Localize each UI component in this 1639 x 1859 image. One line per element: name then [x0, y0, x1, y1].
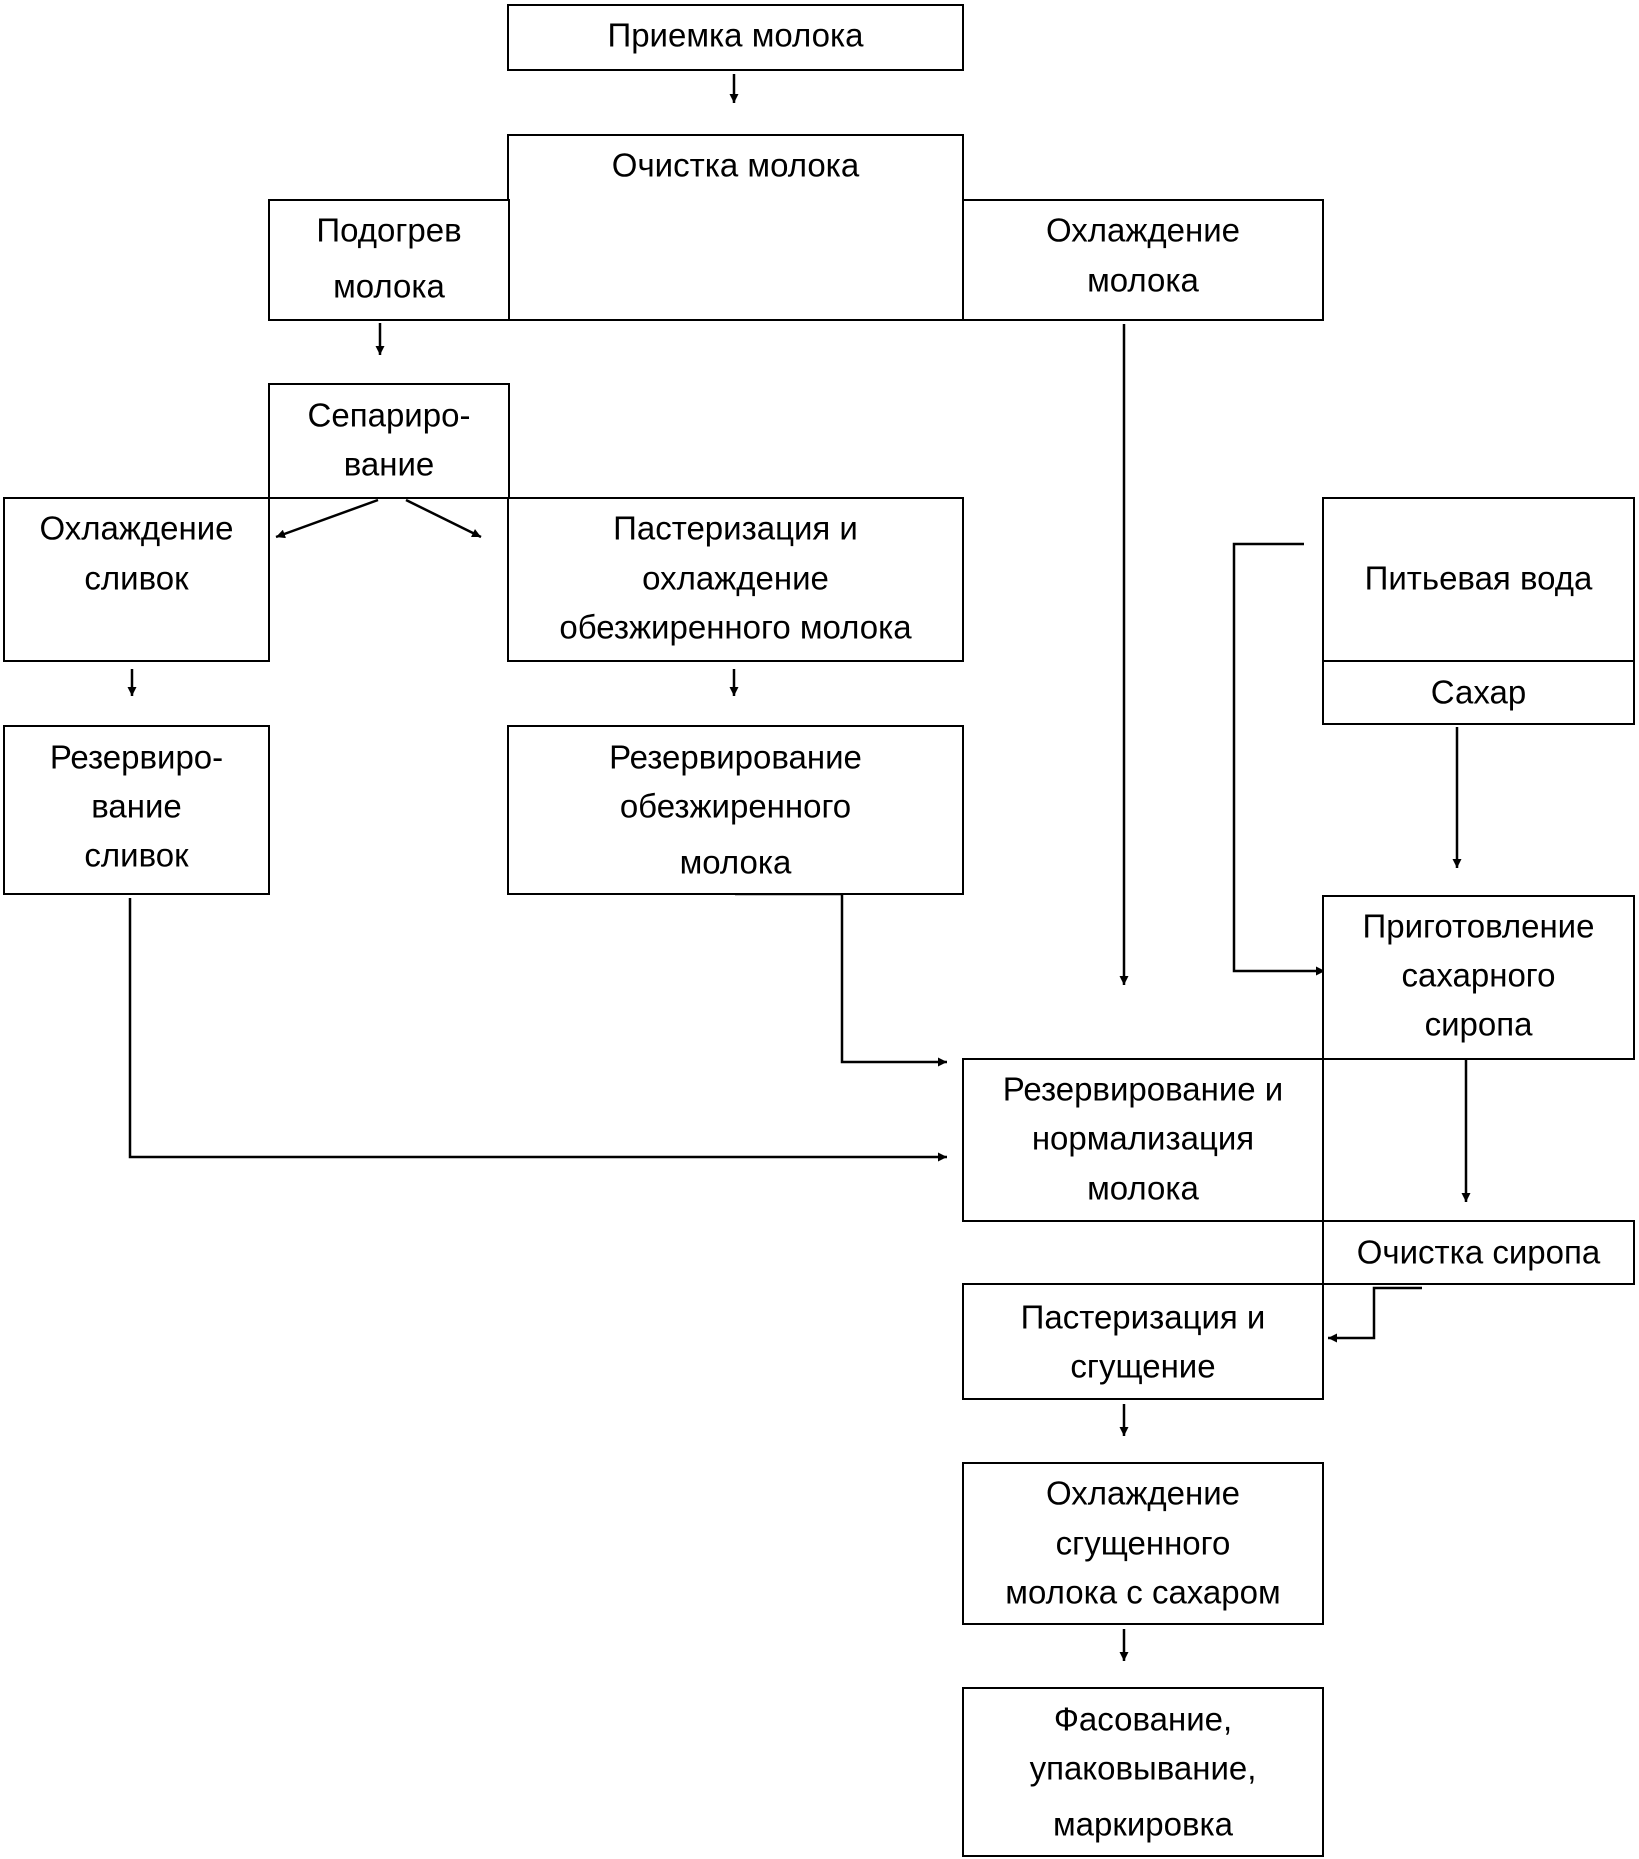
step-skim-storage: Резервирование обезжиренного молока: [507, 725, 964, 895]
step-box: [962, 1462, 1324, 1625]
step-label-line: Фасование,: [1054, 1701, 1232, 1738]
step-label-line: упаковывание,: [1030, 1750, 1257, 1787]
step-label-line: молока: [1087, 1170, 1199, 1207]
step-label-line: Охлаждение: [1046, 212, 1240, 249]
step-box: [268, 199, 510, 321]
step-milk-reception: Приемка молока: [507, 4, 964, 71]
step-milk-cooling: Охлаждение молока: [962, 199, 1324, 321]
step-label-line: вание: [344, 446, 435, 483]
step-label-line: Резервиро-: [50, 739, 223, 776]
step-label-line: охлаждение: [642, 560, 829, 597]
step-cream-cooling: Охлаждение сливок: [3, 497, 270, 662]
arrow-separation-to-skim-pasteurization: [405, 498, 482, 539]
arrow-syrup-cleaning-to-pasteurization: [1328, 1286, 1422, 1343]
step-box: [3, 725, 270, 895]
step-label-line: сгущение: [1070, 1348, 1215, 1385]
step-label-line: обезжиренного: [620, 788, 851, 825]
step-box: [962, 1058, 1324, 1222]
step-box: [1322, 497, 1635, 662]
step-label-line: молока: [333, 268, 445, 305]
step-cream-storage: Резервиро-вание сливок: [3, 725, 270, 895]
step-label-line: молока с сахаром: [1005, 1574, 1280, 1611]
step-box: [1322, 660, 1635, 725]
step-box: [1322, 895, 1635, 1060]
step-syrup-cleaning: Очистка сиропа: [1322, 1220, 1635, 1285]
step-box: [507, 725, 964, 895]
step-milk-cleaning: Очистка молока: [507, 134, 964, 321]
step-label-line: сливок: [84, 560, 189, 597]
step-label-line: Резервирование и: [1003, 1071, 1283, 1108]
step-syrup-preparation: Приготовление сахарного сиропа: [1322, 895, 1635, 1060]
step-skim-pasteurization: Пастеризация и охлаждение обезжиренного мо…: [507, 497, 964, 662]
step-box: [962, 1687, 1324, 1857]
step-box: [268, 383, 510, 499]
step-label-line: вание: [91, 788, 182, 825]
step-sugar: Сахар: [1322, 660, 1635, 725]
step-separation: Сепариро-вание: [268, 383, 510, 499]
step-label-line: обезжиренного молока: [559, 609, 912, 646]
step-label-line: Приготовление: [1363, 908, 1595, 945]
step-label-line: сливок: [84, 837, 189, 874]
step-label-line: нормализация: [1032, 1120, 1254, 1157]
step-label-line: Подогрев: [316, 212, 461, 249]
step-label-line: Пастеризация и: [613, 510, 858, 547]
step-label-line: Пастеризация и: [1021, 1299, 1266, 1336]
step-label-line: Приемка молока: [607, 17, 864, 54]
step-drinking-water: Питьевая вода: [1322, 497, 1635, 662]
step-box: [507, 4, 964, 71]
step-label-line: молока: [680, 844, 792, 881]
step-label-line: Охлаждение: [1046, 1475, 1240, 1512]
step-box: [507, 497, 964, 662]
step-label-line: Резервирование: [609, 739, 862, 776]
step-storage-normalization: Резервирование и нормализация молока: [962, 1058, 1324, 1222]
step-packaging: Фасование, упаковывание, маркировка: [962, 1687, 1324, 1857]
step-label-line: Сахар: [1431, 674, 1526, 711]
arrow-water-to-syrup: [1232, 542, 1325, 976]
arrow-skim-storage-to-normalization: [735, 892, 947, 1067]
step-condensed-cooling: Охлаждение сгущенного молока с сахаром: [962, 1462, 1324, 1625]
step-label-line: Питьевая вода: [1365, 560, 1593, 597]
step-label-line: молока: [1087, 262, 1199, 299]
step-label-line: сгущенного: [1056, 1525, 1231, 1562]
step-pasteurization-condensing: Пастеризация и сгущение: [962, 1283, 1324, 1400]
step-label-line: сахарного: [1402, 957, 1556, 994]
step-milk-heating: Подогрев молока: [268, 199, 510, 321]
step-box: [3, 497, 270, 662]
step-box: [962, 199, 1324, 321]
arrow-cream-storage-to-normalization: [128, 898, 947, 1162]
step-label-line: Охлаждение: [39, 510, 233, 547]
step-label-line: Сепариро-: [308, 397, 471, 434]
step-label-line: маркировка: [1053, 1806, 1234, 1843]
step-box: [962, 1283, 1324, 1400]
step-box: [1322, 1220, 1635, 1285]
step-label-line: Очистка молока: [612, 147, 860, 184]
step-label-line: Очистка сиропа: [1357, 1234, 1601, 1271]
step-label-line: сиропа: [1425, 1006, 1534, 1043]
arrow-separation-to-cream-cooling: [275, 498, 379, 539]
